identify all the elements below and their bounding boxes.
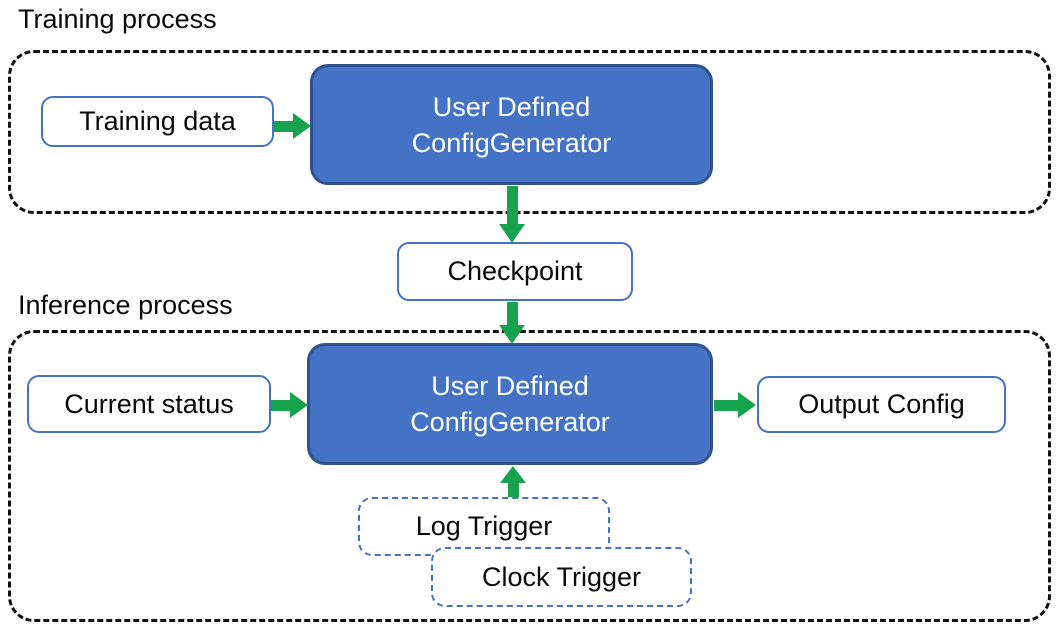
arrow-head-right-icon [738,392,756,418]
clock-trigger-box: Clock Trigger [431,547,692,607]
arrow-generator-to-output-config [714,392,756,418]
training-process-title: Training process [18,4,217,34]
arrow-generator-to-checkpoint [499,186,525,243]
generator-label-line2: ConfigGenerator [410,407,610,437]
arrow-trigger-to-generator [500,466,526,497]
arrow-shaft [506,186,518,226]
arrow-head-up-icon [500,466,526,483]
inference-process-title: Inference process [18,290,233,320]
generator-label-line2: ConfigGenerator [411,127,612,158]
arrow-checkpoint-to-generator [499,302,525,344]
output-config-box: Output Config [757,376,1006,433]
log-trigger-box: Log Trigger [358,497,610,556]
arrow-head-right-icon [290,392,308,418]
checkpoint-box: Checkpoint [397,242,633,301]
training-config-generator-box: User Defined ConfigGenerator [310,64,713,185]
current-status-box: Current status [27,375,271,433]
inference-config-generator-box: User Defined ConfigGenerator [307,343,713,465]
generator-label-line1: User Defined [432,91,591,122]
arrow-shaft [506,302,518,327]
arrow-head-right-icon [293,113,311,139]
arrow-shaft [274,120,296,132]
arrow-head-down-icon [499,325,525,344]
arrow-current-status-to-generator [271,392,308,418]
arrow-shaft [271,399,293,411]
arrow-head-down-icon [499,224,525,243]
inference-process-container [8,330,1051,622]
training-data-box: Training data [41,96,274,147]
generator-label-line1: User Defined [431,371,589,401]
training-process-container [8,50,1051,214]
arrow-training-data-to-generator [274,113,311,139]
arrow-shaft [714,399,741,411]
arrow-shaft [507,481,519,497]
